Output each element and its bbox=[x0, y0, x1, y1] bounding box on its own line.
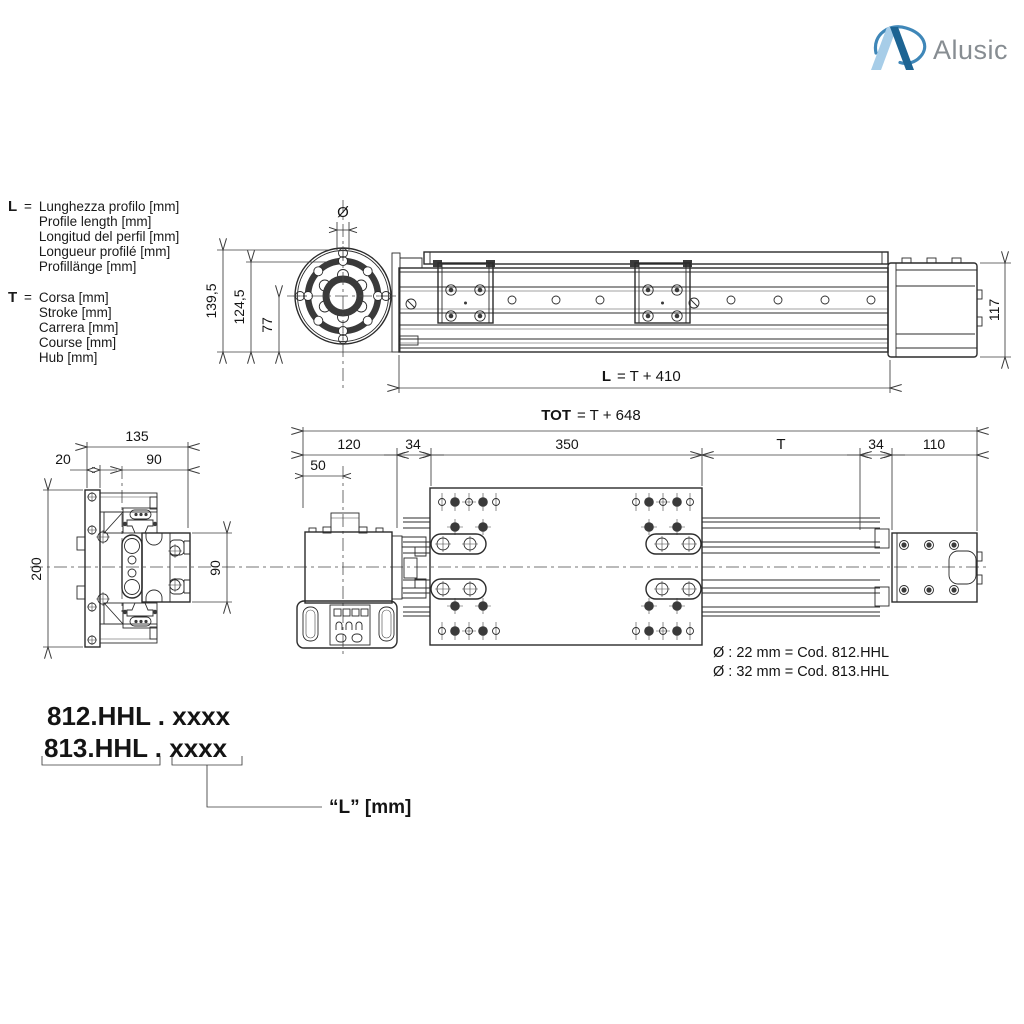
part-number-block: 812.HHL . xxxx 813.HHL . xxxx “L” [mm] bbox=[41, 701, 411, 818]
total-formula-bold: TOT bbox=[541, 407, 571, 424]
bolt-pattern-quadrant bbox=[430, 493, 500, 555]
code-line-812: Ø : 22 mm = Cod. 812.HHL bbox=[713, 645, 889, 661]
top-view-dimensions: TOT = T + 648 120 34 350 bbox=[303, 407, 977, 531]
screw-icon bbox=[405, 297, 700, 310]
end-profile bbox=[121, 532, 191, 603]
top-end-block bbox=[891, 532, 983, 603]
side-view: Ø 139,5 124,5 77 117 L = T + 410 bbox=[203, 200, 1011, 393]
top-carriage-plate bbox=[429, 487, 703, 646]
part-number-813: 813.HHL . xxxx bbox=[44, 733, 228, 763]
legend-t: T = Corsa [mm] Stroke [mm] Carrera [mm] … bbox=[8, 290, 179, 365]
dim-height: 200 bbox=[28, 557, 44, 581]
length-formula-bold: L bbox=[602, 368, 611, 385]
dim-motor: 120 bbox=[337, 436, 361, 452]
alusic-logo: Alusic bbox=[871, 25, 1008, 70]
end-view-dimensions: 135 20 90 200 90 bbox=[28, 428, 232, 647]
dim-gap-left: 34 bbox=[405, 436, 421, 452]
part-number-812: 812.HHL . xxxx bbox=[47, 701, 231, 731]
leader-line bbox=[206, 765, 322, 808]
legend-line: Lunghezza profilo [mm] bbox=[38, 199, 180, 214]
side-view-dimensions: Ø 139,5 124,5 77 117 L = T + 410 bbox=[203, 204, 1011, 393]
dim-stroke: T bbox=[776, 436, 785, 453]
motor-head bbox=[296, 512, 427, 649]
legend-l-equals: = bbox=[24, 199, 32, 214]
legend-t-symbol: T bbox=[8, 289, 18, 306]
flange bbox=[287, 200, 398, 392]
code-legend: Ø : 22 mm = Cod. 812.HHL Ø : 32 mm = Cod… bbox=[713, 645, 889, 680]
legend-line: Course [mm] bbox=[38, 335, 117, 350]
dim-gap-right: 34 bbox=[868, 436, 884, 452]
legend-l: L = Lunghezza profilo [mm] Profile lengt… bbox=[8, 199, 179, 274]
dim-center-height: 77 bbox=[259, 317, 275, 333]
dim-diameter: Ø bbox=[337, 204, 349, 221]
logo-text: Alusic bbox=[933, 35, 1008, 65]
rail-holes bbox=[507, 295, 876, 305]
legend-line: Carrera [mm] bbox=[38, 320, 119, 335]
dim-total-height: 139,5 bbox=[203, 283, 219, 318]
legend-line: Profile length [mm] bbox=[38, 214, 152, 229]
end-carriage bbox=[96, 492, 182, 558]
side-end-block bbox=[887, 257, 983, 358]
total-formula: = T + 648 bbox=[577, 407, 641, 424]
bracket-code bbox=[41, 756, 161, 766]
legend-l-lines: Lunghezza profilo [mm] Profile length [m… bbox=[39, 199, 179, 274]
dim-width: 135 bbox=[125, 428, 149, 444]
dim-flange-height: 124,5 bbox=[231, 289, 247, 324]
legend: L = Lunghezza profilo [mm] Profile lengt… bbox=[8, 199, 179, 365]
legend-t-lines: Corsa [mm] Stroke [mm] Carrera [mm] Cour… bbox=[39, 290, 119, 365]
legend-line: Longitud del perfil [mm] bbox=[38, 229, 180, 244]
legend-line: Corsa [mm] bbox=[38, 290, 109, 305]
legend-line: Hub [mm] bbox=[38, 350, 98, 365]
dim-plate-thickness: 20 bbox=[55, 451, 71, 467]
legend-line: Profillänge [mm] bbox=[38, 259, 137, 274]
legend-t-equals: = bbox=[24, 290, 32, 305]
end-view: 135 20 90 200 90 bbox=[28, 428, 232, 647]
length-formula: = T + 410 bbox=[617, 368, 681, 385]
end-left-plate bbox=[76, 489, 101, 648]
logo-a-right-leg-icon bbox=[890, 27, 914, 70]
dim-slot: 90 bbox=[146, 451, 162, 467]
dim-motor-center: 50 bbox=[310, 457, 326, 473]
dim-plate: 350 bbox=[555, 436, 579, 452]
legend-line: Stroke [mm] bbox=[38, 305, 112, 320]
legend-line: Longueur profilé [mm] bbox=[38, 244, 171, 259]
legend-l-symbol: L bbox=[8, 198, 18, 215]
top-view: TOT = T + 648 120 34 350 bbox=[30, 407, 988, 680]
side-carriage-plate bbox=[437, 262, 494, 324]
dim-profile: 90 bbox=[207, 560, 223, 576]
top-rails bbox=[403, 517, 890, 617]
code-line-813: Ø : 32 mm = Cod. 813.HHL bbox=[713, 664, 889, 680]
logo-a-left-leg-icon bbox=[871, 27, 897, 70]
dim-end-height: 117 bbox=[986, 299, 1002, 322]
dim-end-block: 110 bbox=[923, 436, 946, 452]
length-label: “L” [mm] bbox=[329, 797, 411, 818]
